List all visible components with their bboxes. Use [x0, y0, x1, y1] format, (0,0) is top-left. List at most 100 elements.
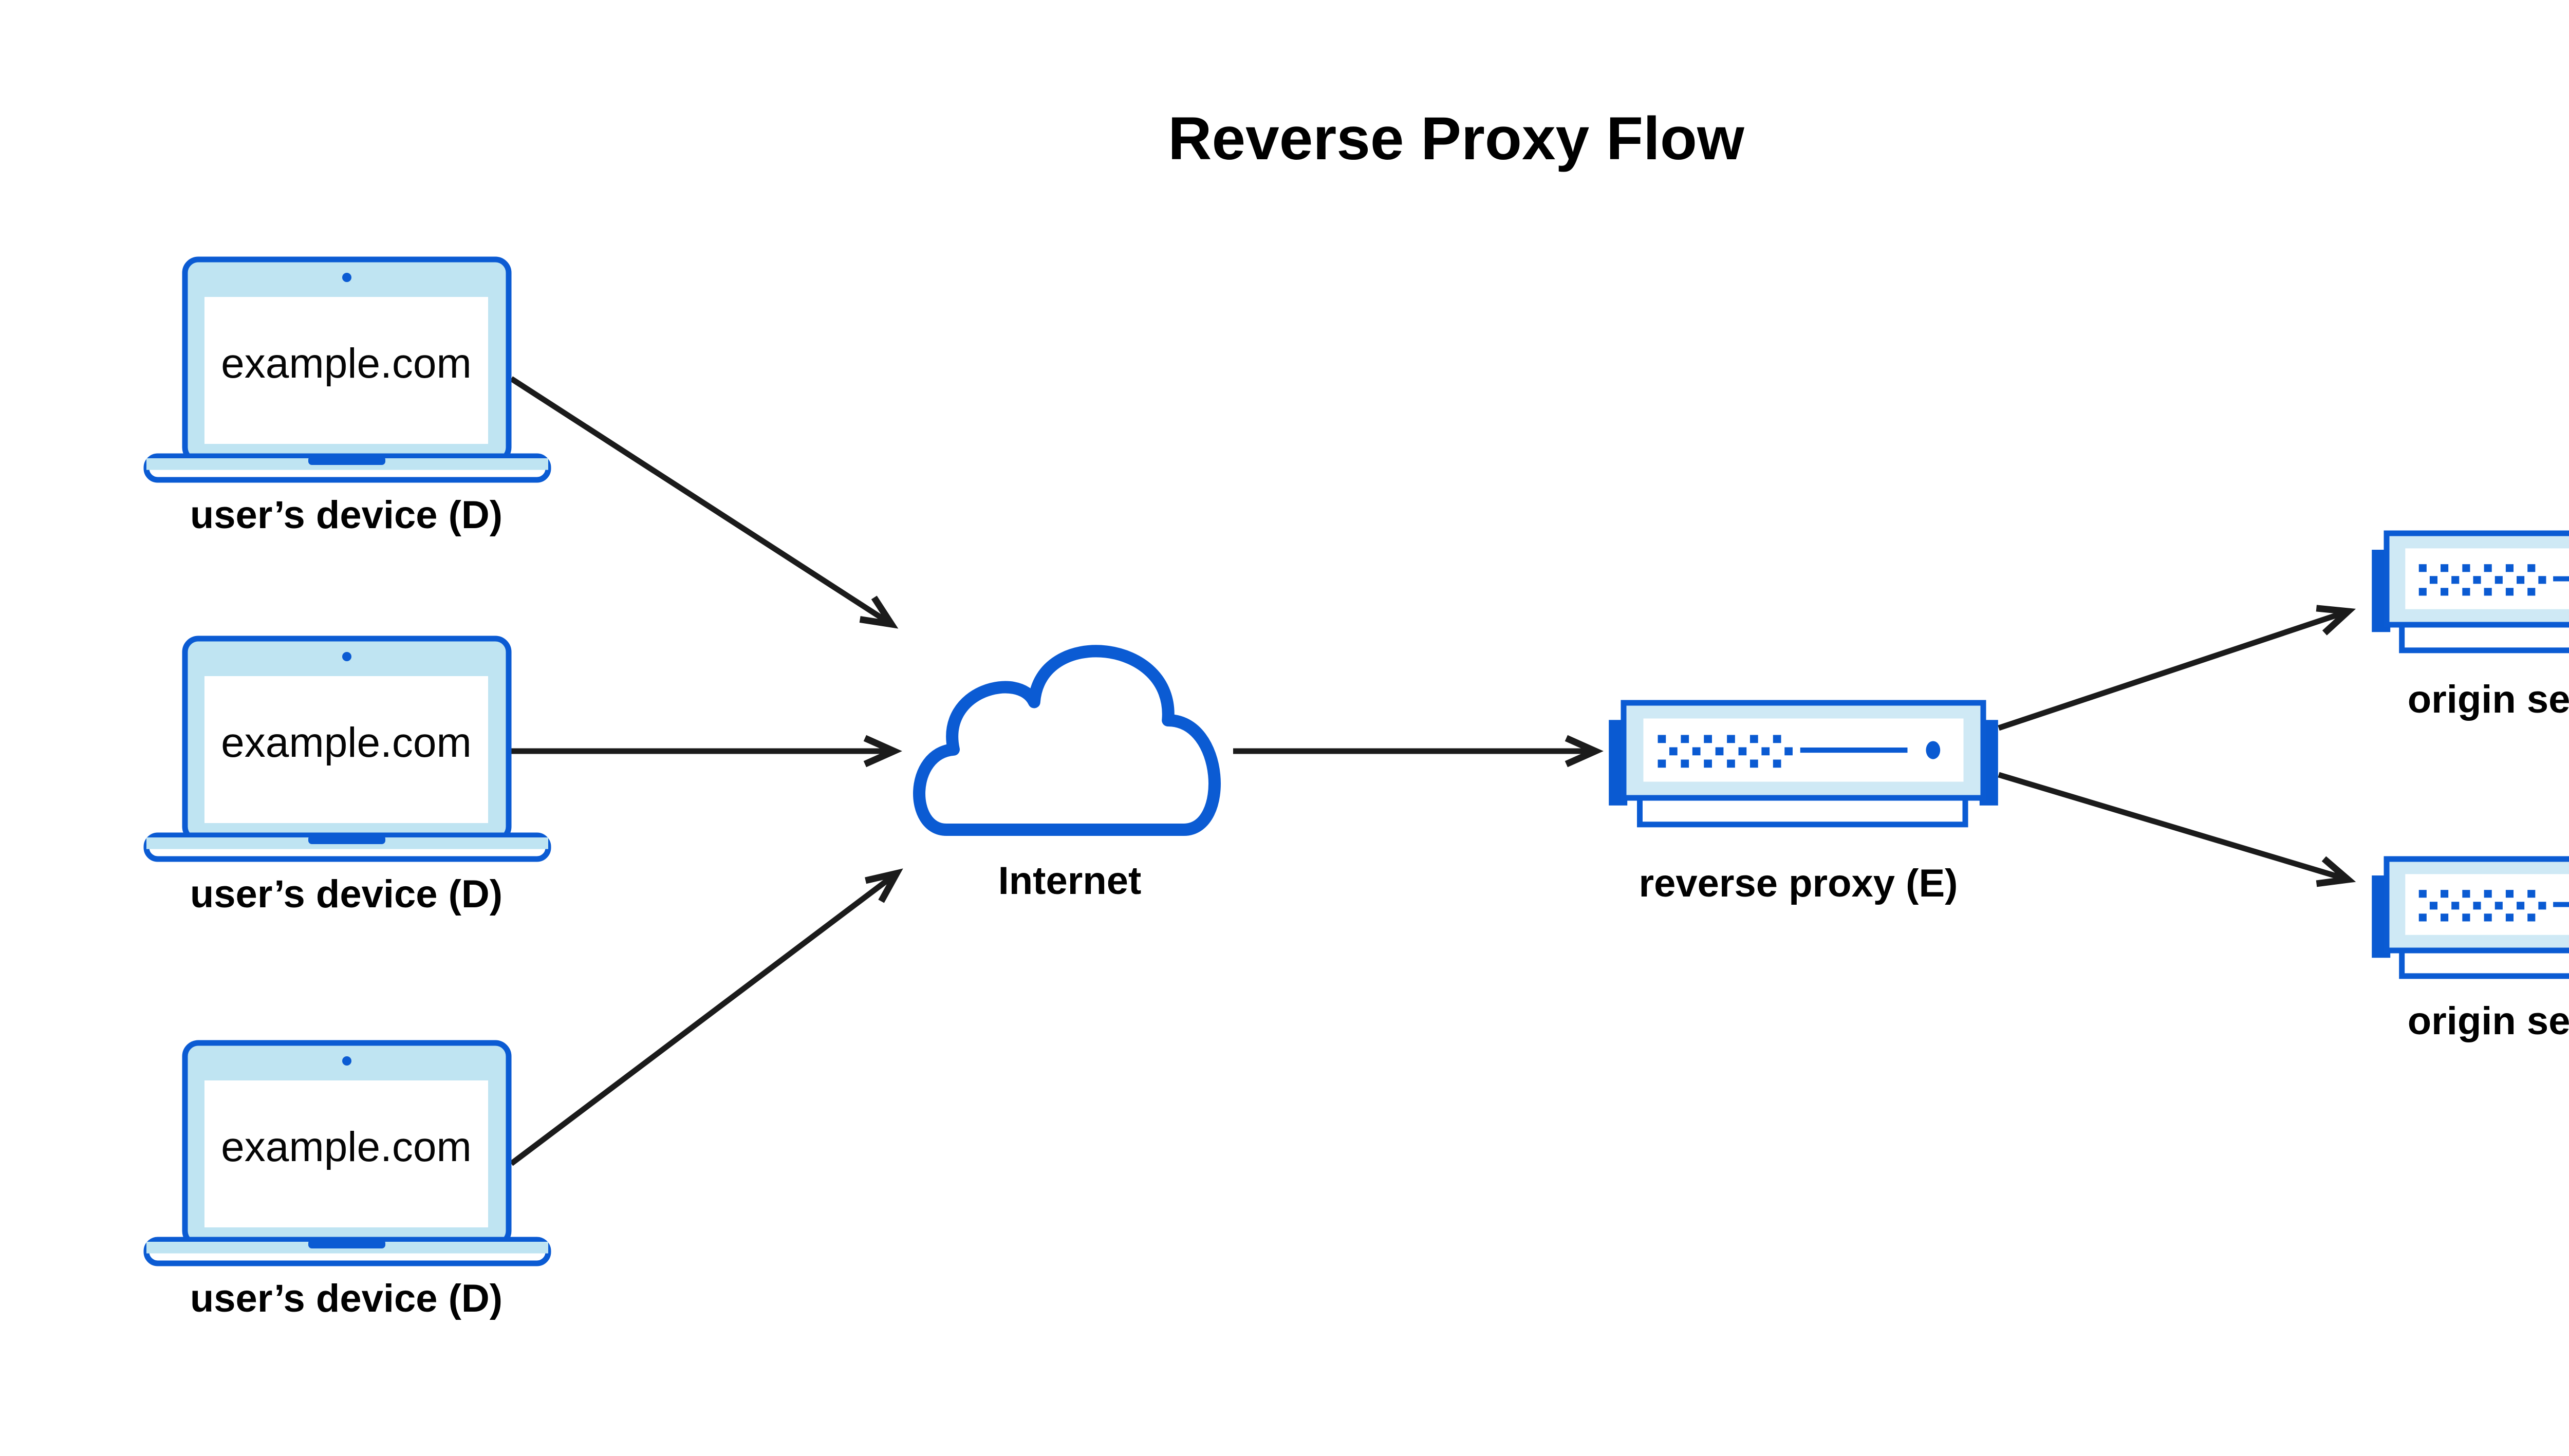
server-port-indicator: [1715, 747, 1724, 756]
server-port-indicator: [2527, 890, 2536, 898]
laptop-screen-text: example.com: [221, 340, 472, 387]
node-reverse-proxy[interactable]: [1609, 700, 1998, 828]
node-internet-cloud[interactable]: [913, 645, 1221, 836]
server-port-indicator: [2484, 890, 2492, 898]
server-port-indicator: [1658, 759, 1666, 768]
node-label-origin-server-2: origin server (F): [2408, 999, 2569, 1043]
node-user-device-2[interactable]: example.com: [143, 636, 551, 862]
server-port-indicator: [1749, 735, 1758, 743]
server-port-indicator: [1704, 759, 1712, 768]
server-port-indicator: [1749, 759, 1758, 768]
node-label-user-device-3: user’s device (D): [190, 1277, 502, 1320]
node-user-device-3[interactable]: example.com: [143, 1040, 551, 1266]
server-port-indicator: [1681, 735, 1689, 743]
server-port-indicator: [2429, 576, 2438, 584]
laptop-trackpad-notch: [308, 835, 385, 844]
laptop-camera-icon: [342, 1056, 351, 1066]
page-title: Reverse Proxy Flow: [1168, 105, 1745, 173]
connection-device1-to-internet: [510, 376, 899, 629]
arrow-shaft: [510, 376, 890, 625]
server-port-indicator: [1773, 759, 1781, 768]
server-port-indicator: [1738, 747, 1747, 756]
server-port-indicator: [2494, 902, 2503, 910]
arrow-head: [863, 735, 902, 768]
server-port-indicator: [1727, 759, 1735, 768]
server-port-indicator: [2441, 890, 2449, 898]
arrow-head: [859, 595, 899, 629]
laptop-screen-text: example.com: [221, 1124, 472, 1170]
server-port-indicator: [1727, 735, 1735, 743]
server-port-indicator: [2462, 564, 2470, 572]
arrow-shaft: [509, 873, 895, 1166]
laptop-camera-icon: [342, 273, 351, 282]
node-user-device-1[interactable]: example.com: [143, 256, 551, 483]
server-port-indicator: [2473, 902, 2481, 910]
arrow-head: [2316, 605, 2356, 636]
laptop-screen-text: example.com: [221, 719, 472, 766]
server-port-indicator: [1761, 747, 1770, 756]
arrow-head: [865, 868, 903, 903]
server-port-indicator: [2462, 588, 2470, 596]
server-port-indicator: [2494, 576, 2503, 584]
server-port-indicator: [2418, 913, 2427, 922]
server-port-indicator: [2462, 913, 2470, 922]
server-port-indicator: [2484, 564, 2492, 572]
server-port-indicator: [2429, 902, 2438, 910]
connection-internet-to-proxy: [1233, 735, 1604, 768]
server-port-indicator: [2484, 913, 2492, 922]
server-port-indicator: [2505, 913, 2514, 922]
server-port-indicator: [1773, 735, 1781, 743]
server-port-indicator: [2505, 588, 2514, 596]
server-port-indicator: [2527, 913, 2536, 922]
server-port-indicator: [2517, 902, 2525, 910]
server-port-indicator: [2451, 902, 2460, 910]
server-port-indicator: [2451, 576, 2460, 584]
server-port-indicator: [2418, 564, 2427, 572]
laptop-screen: [204, 297, 488, 444]
connection-arrows-group: [497, 376, 2356, 1166]
server-port-indicator: [1704, 735, 1712, 743]
node-origin-server-2[interactable]: [2372, 856, 2569, 979]
server-port-indicator: [2538, 902, 2546, 910]
connection-device2-to-internet: [497, 735, 902, 768]
node-label-internet-cloud: Internet: [998, 859, 1142, 903]
laptop-trackpad-notch: [308, 456, 385, 465]
arrow-head: [1565, 735, 1604, 768]
laptop-screen: [204, 1080, 488, 1227]
server-port-indicator: [1669, 747, 1678, 756]
arrow-head: [2316, 856, 2356, 887]
server-port-indicator: [2505, 564, 2514, 572]
connection-device3-to-internet: [509, 868, 903, 1166]
server-port-indicator: [2441, 588, 2449, 596]
arrow-shaft: [1998, 610, 2345, 731]
server-status-led: [1926, 741, 1941, 759]
server-port-indicator: [1681, 759, 1689, 768]
server-port-indicator: [2505, 890, 2514, 898]
diagram-nodes-group: example.com user’s device (D) example.com u…: [143, 256, 2569, 1320]
server-port-indicator: [2418, 588, 2427, 596]
server-port-indicator: [1692, 747, 1701, 756]
laptop-trackpad-notch: [308, 1240, 385, 1248]
node-origin-server-1[interactable]: [2372, 530, 2569, 654]
server-port-indicator: [2527, 564, 2536, 572]
cloud-icon: [913, 645, 1221, 836]
node-label-user-device-1: user’s device (D): [190, 493, 502, 537]
server-port-indicator: [2473, 576, 2481, 584]
node-label-user-device-2: user’s device (D): [190, 872, 502, 916]
server-port-indicator: [2538, 576, 2546, 584]
server-port-indicator: [1784, 747, 1793, 756]
connection-proxy-to-origin2: [1998, 772, 2356, 887]
server-port-indicator: [1658, 735, 1666, 743]
connection-proxy-to-origin1: [1998, 605, 2356, 731]
server-port-indicator: [2441, 564, 2449, 572]
server-port-indicator: [2418, 890, 2427, 898]
laptop-camera-icon: [342, 652, 351, 661]
server-port-indicator: [2527, 588, 2536, 596]
laptop-screen: [204, 676, 488, 823]
server-port-indicator: [2441, 913, 2449, 922]
node-label-reverse-proxy: reverse proxy (E): [1639, 862, 1958, 905]
server-port-indicator: [2462, 890, 2470, 898]
server-port-indicator: [2484, 588, 2492, 596]
